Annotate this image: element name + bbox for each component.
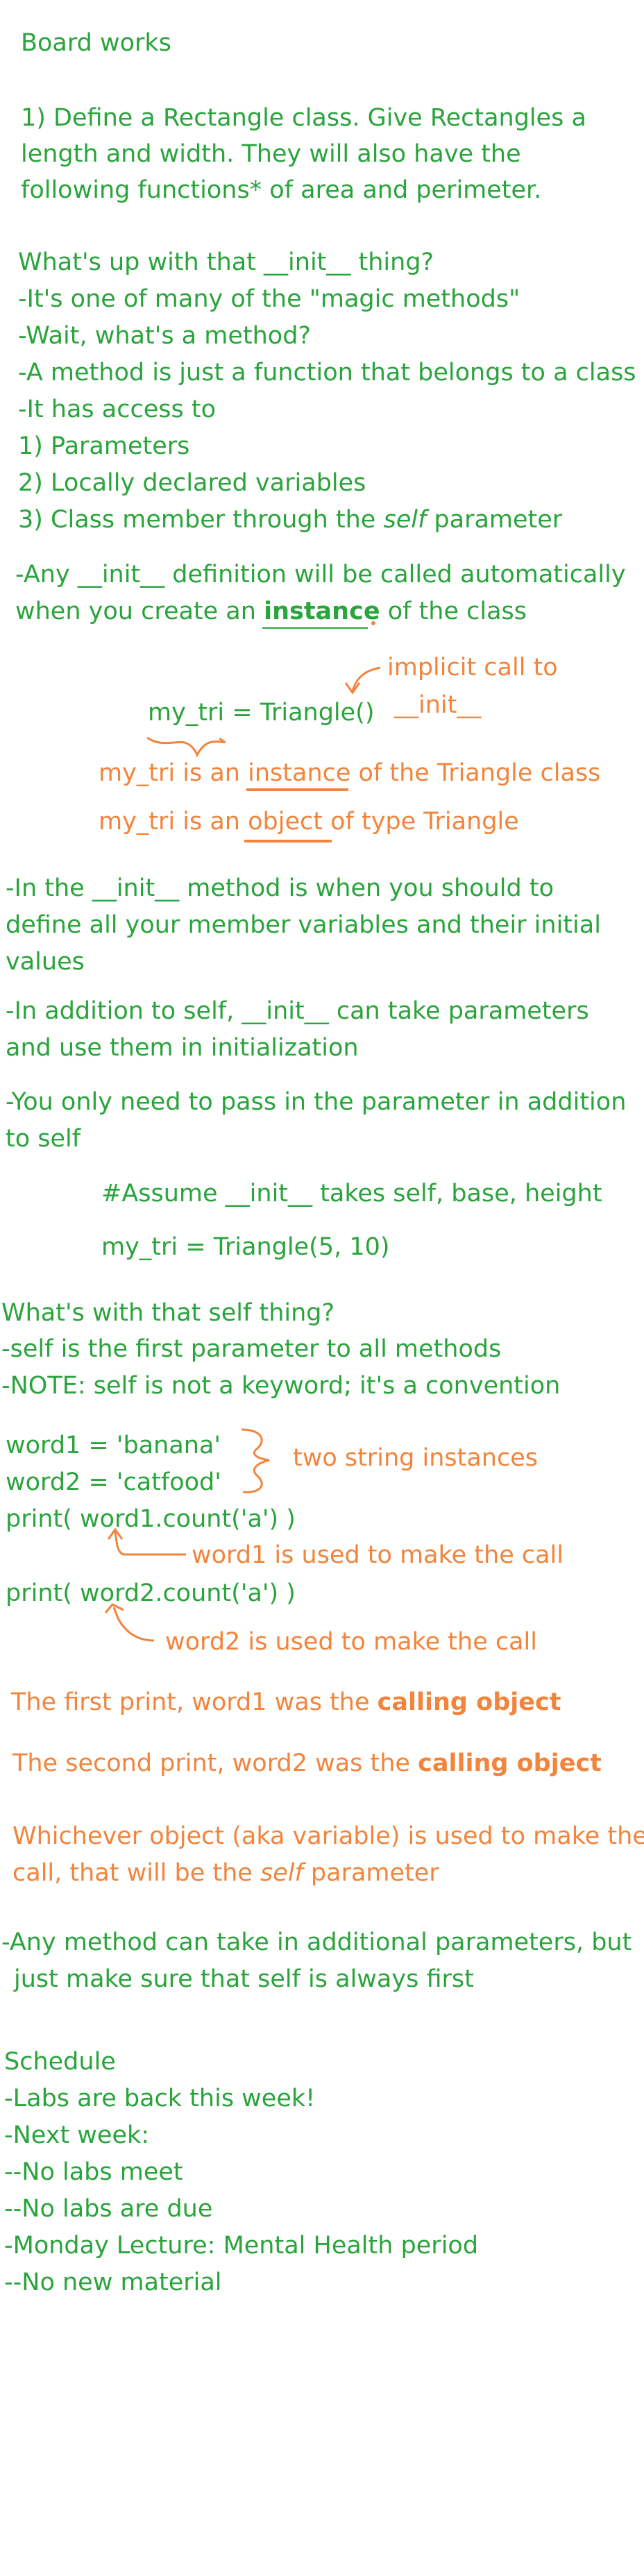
init-line-what-method: -Wait, what's a method? (18, 322, 311, 350)
code-print1: print( word1.count('a') ) (6, 1505, 296, 1533)
schedule-title: Schedule (4, 2048, 116, 2076)
init-line-method-def: -A method is just a function that belong… (18, 359, 636, 387)
code-comment: #Assume __init__ takes self, base, heigh… (101, 1180, 602, 1208)
task-line-2: length and width. They will also have th… (21, 140, 521, 168)
self-line-first-param: -self is the first parameter to all meth… (1, 1335, 502, 1363)
triangle-code: my_tri = Triangle() (148, 699, 375, 727)
schedule-item-monday-lecture: -Monday Lecture: Mental Health period (4, 2232, 479, 2260)
pass-line-2: to self (6, 1125, 81, 1153)
object-word: object (248, 808, 323, 836)
word1-note: word1 is used to make the call (192, 1541, 564, 1569)
first-print-line: The first print, word1 was the calling o… (11, 1688, 561, 1716)
init-line-access: -It has access to (18, 396, 216, 423)
word2-note: word2 is used to make the call (165, 1628, 537, 1656)
any-method-line-2: just make sure that self is always first (14, 1965, 474, 1993)
implicit-call-arrow-head (344, 682, 361, 695)
page-title: Board works (21, 29, 171, 57)
init-item-2: 2) Locally declared variables (18, 469, 366, 497)
init-item-1: 1) Parameters (18, 432, 190, 460)
implicit-call-note-2: __init__ (394, 691, 482, 719)
schedule-item-next-week: -Next week: (4, 2121, 150, 2149)
instance-word: instance (248, 759, 351, 787)
auto-call-line-2: when you create an instance of the class (15, 598, 527, 625)
any-method-line-1: -Any method can take in additional param… (1, 1929, 632, 1956)
members-line-2: define all your member variables and the… (6, 911, 601, 939)
strings-brace (241, 1428, 270, 1493)
two-strings-note: two string instances (293, 1444, 538, 1472)
object-line: my_tri is an object of type Triangle (99, 808, 519, 836)
whichever-line-2: call, that will be the self parameter (12, 1859, 439, 1887)
init-line-magic: -It's one of many of the "magic methods" (18, 285, 520, 313)
whichever-line-1: Whichever object (aka variable) is used … (12, 1822, 644, 1850)
task-line-1: 1) Define a Rectangle class. Give Rectan… (21, 104, 586, 132)
my-tri-squiggle (146, 736, 226, 758)
members-line-3: values (6, 948, 85, 976)
params-line-2: and use them in initialization (6, 1034, 359, 1062)
self-question: What's with that self thing? (1, 1299, 335, 1327)
code-call: my_tri = Triangle(5, 10) (101, 1233, 390, 1261)
implicit-call-arrow (351, 666, 381, 692)
code-word2: word2 = 'catfood' (6, 1468, 221, 1496)
code-word1: word1 = 'banana' (6, 1432, 221, 1459)
instance-line: my_tri is an instance of the Triangle cl… (99, 759, 601, 787)
schedule-item-no-labs-meet: --No labs meet (4, 2158, 183, 2186)
word2-arrow (112, 1607, 155, 1642)
init-question: What's up with that __init__ thing? (18, 248, 434, 276)
second-print-line: The second print, word2 was the calling … (12, 1749, 602, 1777)
init-item-3: 3) Class member through the self paramet… (18, 506, 563, 534)
schedule-item-labs-back: -Labs are back this week! (4, 2085, 316, 2112)
auto-call-line-1: -Any __init__ definition will be called … (15, 561, 626, 588)
implicit-call-note-1: implicit call to (387, 654, 558, 681)
params-line-1: -In addition to self, __init__ can take … (6, 997, 589, 1025)
pass-line-1: -You only need to pass in the parameter … (6, 1088, 627, 1116)
schedule-item-no-new-material: --No new material (4, 2269, 222, 2296)
schedule-item-no-labs-due: --No labs are due (4, 2195, 213, 2223)
members-line-1: -In the __init__ method is when you shou… (6, 874, 554, 902)
task-line-3: following functions* of area and perimet… (21, 176, 542, 204)
self-line-note: -NOTE: self is not a keyword; it's a con… (1, 1372, 561, 1400)
code-print2: print( word2.count('a') ) (6, 1579, 296, 1607)
